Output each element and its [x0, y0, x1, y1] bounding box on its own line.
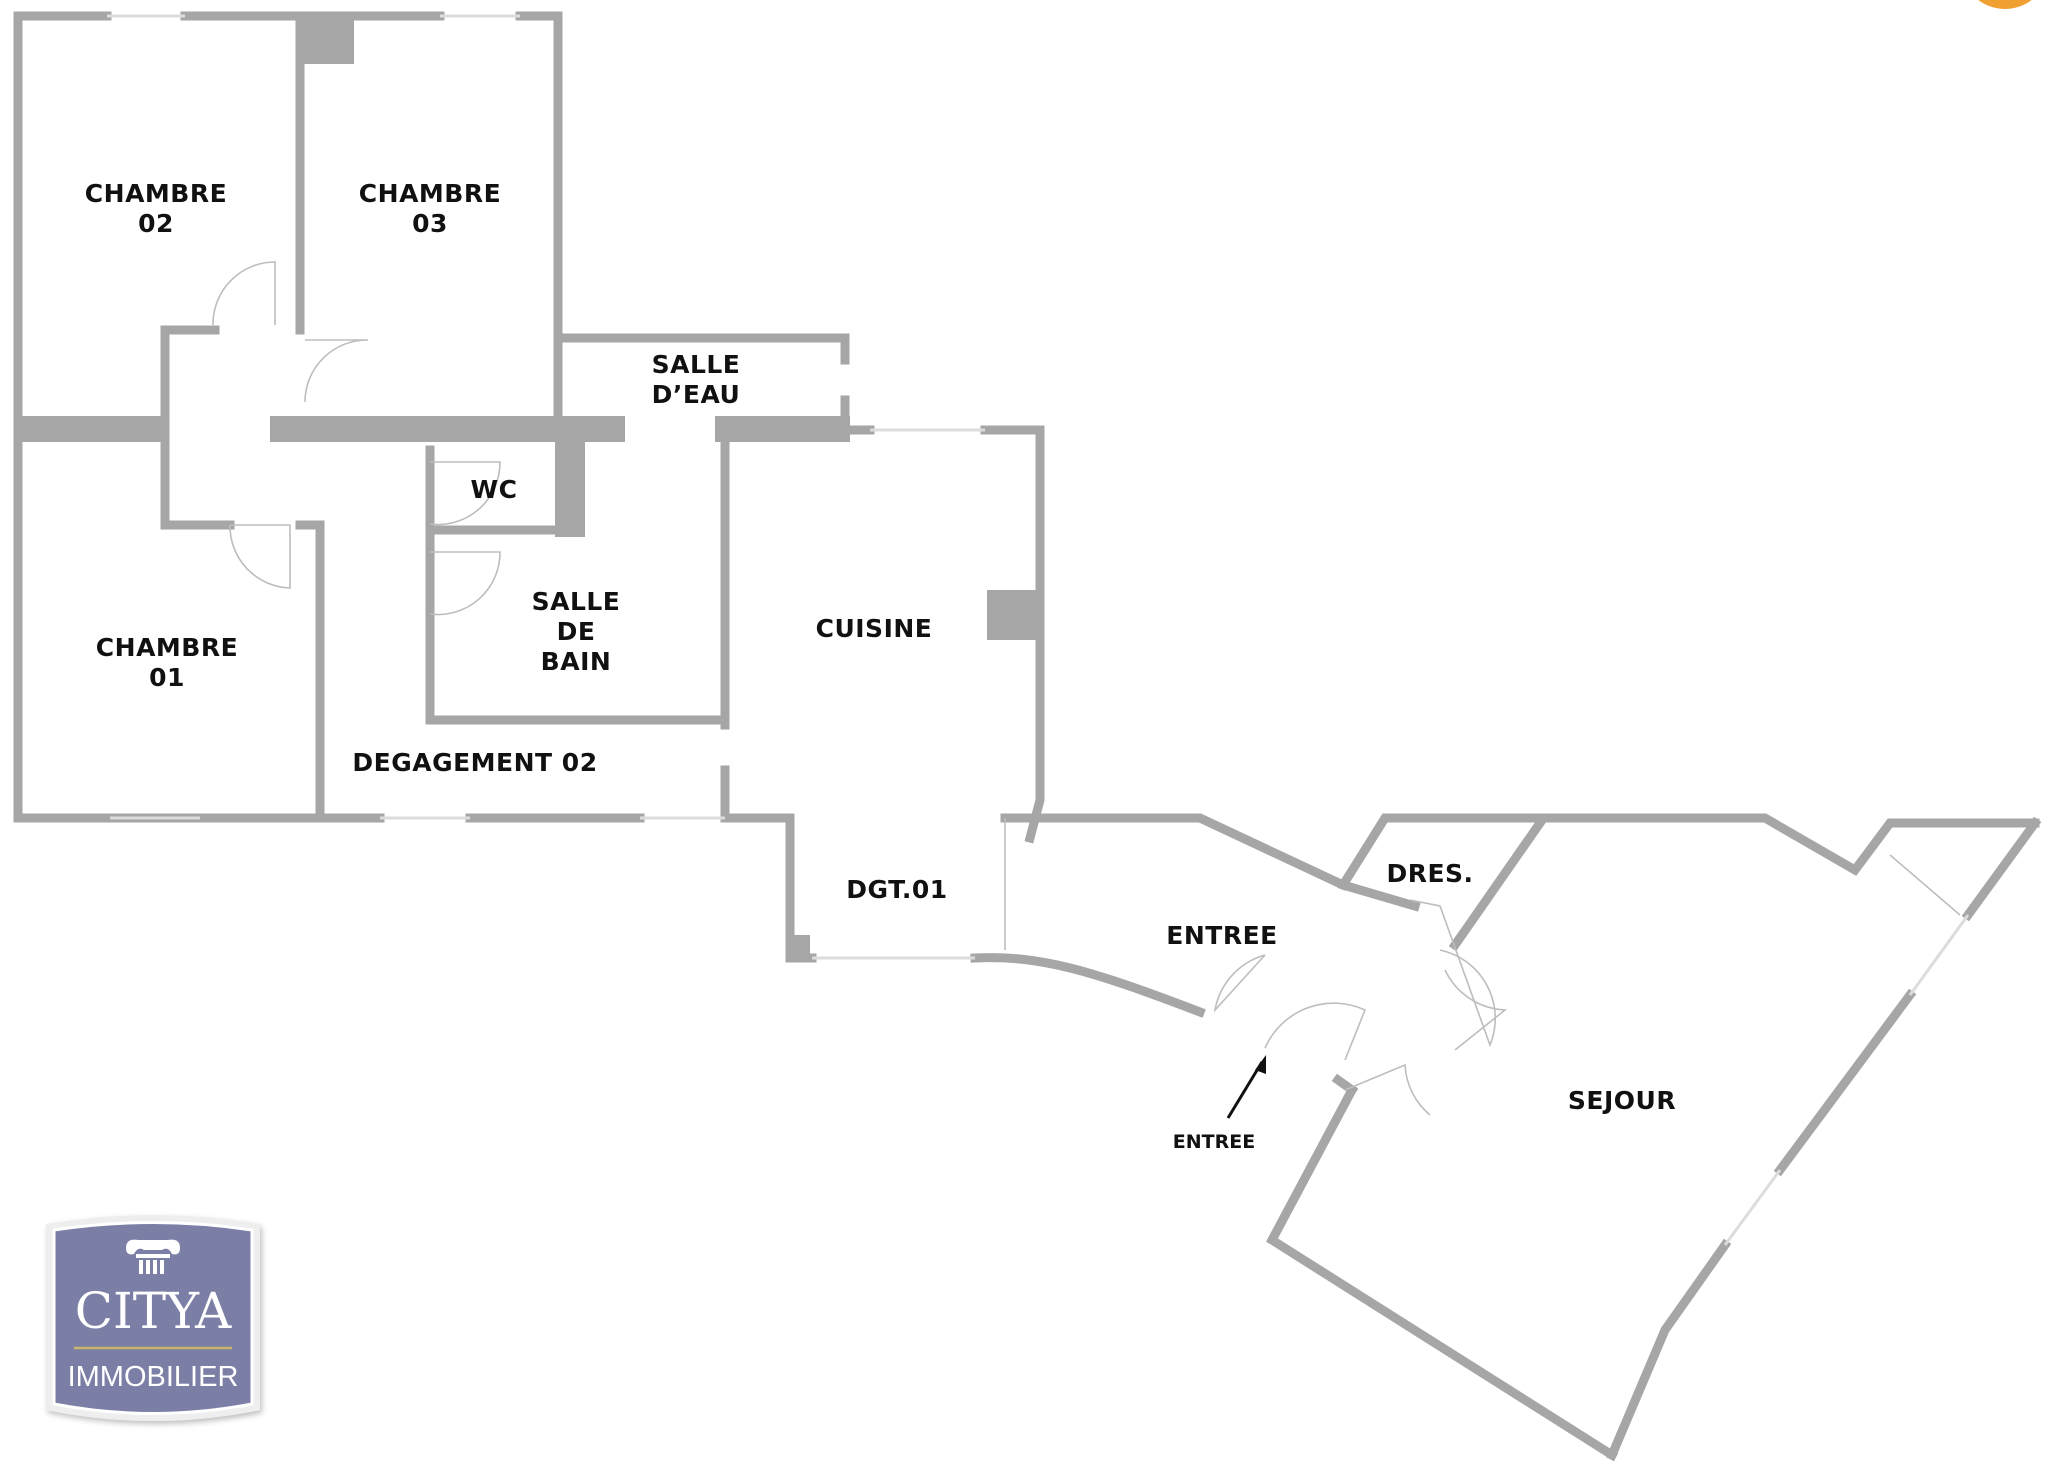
entrance-arrow [1226, 1055, 1266, 1119]
partitions [18, 14, 1043, 960]
corner-badge [1978, 0, 2032, 9]
room-label-degagement02: DEGAGEMENT 02 [352, 748, 597, 777]
logo-subtitle: IMMOBILIER [68, 1361, 239, 1393]
room-label-sejour: SEJOUR [1568, 1086, 1676, 1115]
windows [107, 14, 1970, 1246]
room-label-wc: WC [471, 475, 518, 504]
room-label-dres: DRES. [1386, 859, 1473, 888]
room-label-cuisine: CUISINE [816, 614, 933, 643]
citya-logo: CITYA IMMOBILIER [46, 1215, 260, 1421]
room-label-entree: ENTREE [1166, 921, 1277, 950]
column-icon [126, 1239, 180, 1274]
entrance-arrow-label: ENTREE [1173, 1131, 1255, 1153]
walls [13, 11, 2042, 1462]
room-label-dgt01: DGT.01 [846, 875, 947, 904]
doors [212, 261, 1961, 1116]
logo-brand: CITYA [75, 1282, 232, 1340]
